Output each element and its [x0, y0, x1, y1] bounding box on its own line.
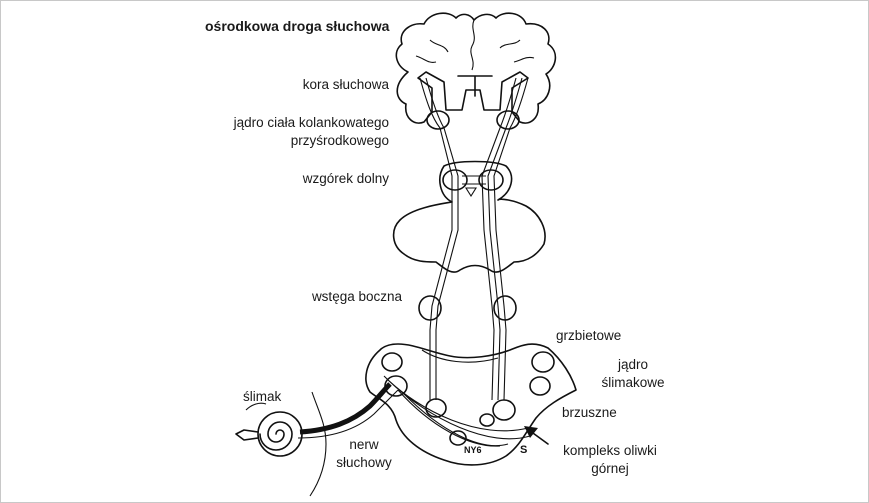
- label-dorsal: grzbietowe: [556, 328, 622, 343]
- label-mgn-line1: jądro ciała kolankowatego: [233, 115, 389, 130]
- midbrain-outline: [392, 160, 546, 273]
- label-mgn-line2: przyśrodkowego: [290, 133, 389, 148]
- ascending-tracts: [419, 77, 529, 401]
- label-ventral: brzuszne: [562, 405, 617, 420]
- label-olive-line1: kompleks oliwki: [563, 443, 657, 458]
- label-cochlea: ślimak: [243, 389, 282, 404]
- label-nerve-line2: słuchowy: [336, 455, 392, 470]
- auditory-nerve: [297, 382, 399, 439]
- brainstem-outline: NY6 S: [365, 343, 577, 466]
- label-nerve-line1: nerw: [349, 437, 379, 452]
- label-cochlear-nucleus-line1: jądro: [617, 357, 649, 372]
- label-cochlear-nucleus-line2: ślimakowe: [601, 375, 665, 390]
- nuclei: [381, 110, 555, 446]
- svg-text:NY6: NY6: [464, 445, 482, 455]
- label-auditory-cortex: kora słuchowa: [302, 77, 389, 92]
- cochlea-drawing: [235, 391, 327, 497]
- label-inferior-colliculus: wzgórek dolny: [302, 171, 389, 186]
- diagram-title: ośrodkowa droga słuchowa: [205, 18, 390, 34]
- svg-text:S: S: [520, 444, 527, 456]
- brain-outline: [395, 12, 557, 124]
- olive-arrow: [524, 426, 549, 445]
- label-lateral-lemniscus: wstęga boczna: [311, 289, 402, 304]
- label-olive-line2: górnej: [591, 461, 629, 476]
